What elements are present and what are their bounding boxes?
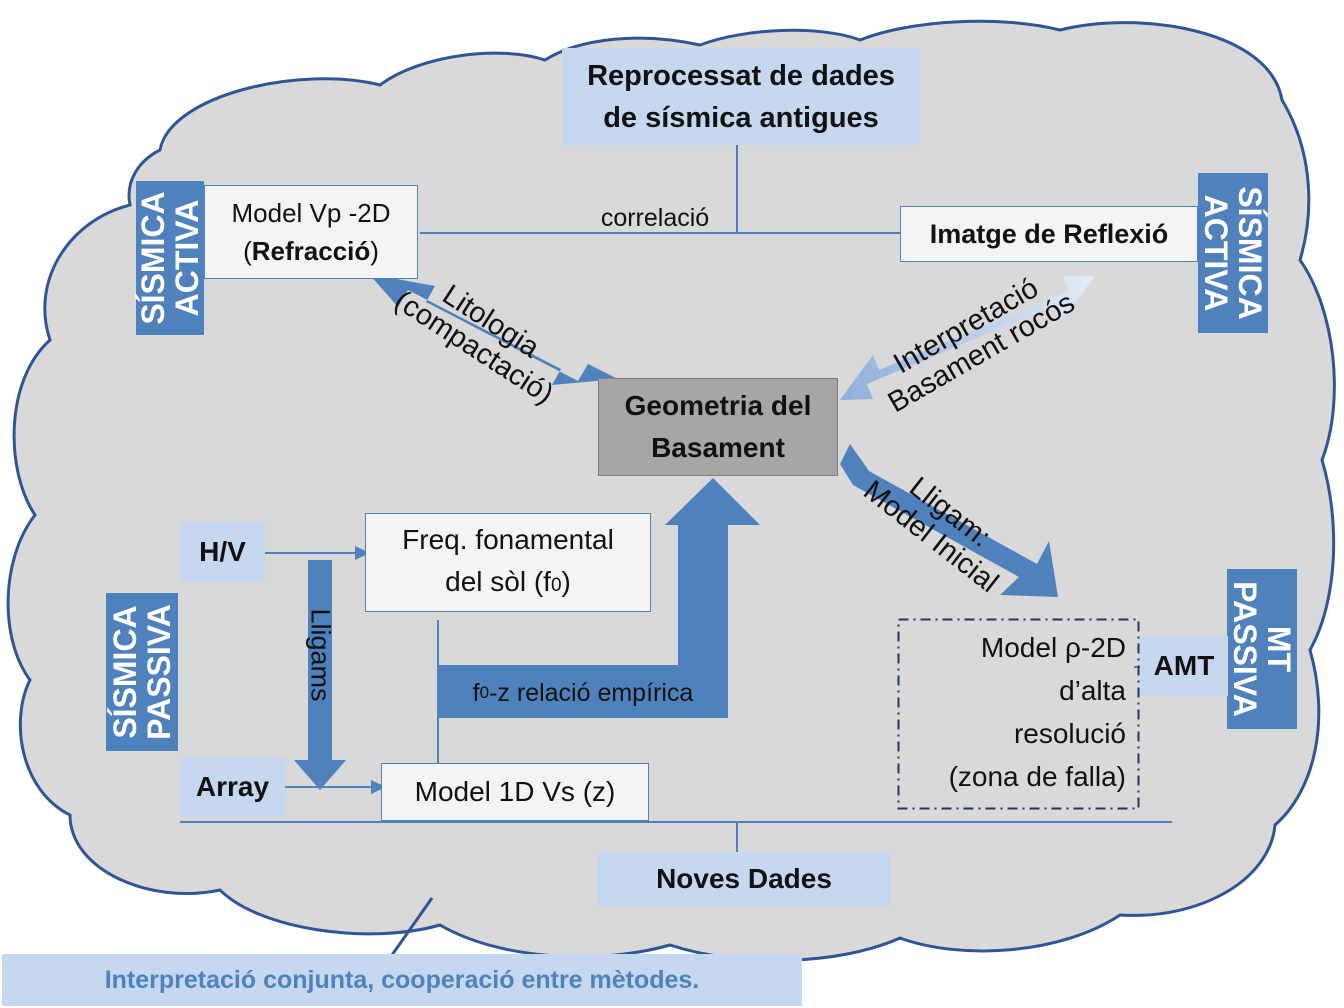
caption-box: Interpretació conjunta, cooperació entre… bbox=[2, 954, 802, 1006]
cloud-pointer-line bbox=[390, 897, 434, 956]
model-vp-line2: (Refracció) bbox=[243, 236, 379, 266]
array-arrow-head bbox=[371, 780, 386, 794]
sismica-activa-right-tag: SÍSMICA ACTIVA bbox=[1198, 173, 1268, 333]
imatge-reflexio-label: Imatge de Reflexió bbox=[929, 218, 1169, 249]
hv-arrow-head bbox=[355, 546, 370, 560]
model-rho-line1: Model ρ-2D bbox=[980, 632, 1126, 663]
model-rho-line2: d’alta bbox=[1059, 675, 1126, 706]
model-rho-line3: resolució bbox=[1013, 718, 1126, 749]
sismica-activa-left-tag: SÍSMICA ACTIVA bbox=[135, 181, 205, 335]
caption-text: Interpretació conjunta, cooperació entre… bbox=[104, 965, 700, 994]
reprocessat-line1: Reprocessat de dades bbox=[587, 59, 895, 92]
freq-line2: del sòl (f0) bbox=[445, 565, 571, 597]
freq-line1: Freq. fonamental bbox=[402, 523, 614, 555]
model-vp-line1: Model Vp -2D bbox=[231, 198, 391, 228]
connector-lines bbox=[180, 145, 1172, 852]
reprocessat-box: Reprocessat de dades de sísmica antigues bbox=[562, 48, 920, 145]
freq-fonamental-box: Freq. fonamental del sòl (f0) bbox=[365, 513, 651, 612]
model-rho-box: Model ρ-2D d’alta resolució (zona de fal… bbox=[900, 626, 1126, 804]
geometria-line2: Basament bbox=[651, 432, 785, 463]
f0z-up-arrow bbox=[438, 478, 760, 718]
imatge-reflexio-box: Imatge de Reflexió bbox=[900, 206, 1198, 262]
sismica-passiva-tag: SÍSMICA PASSIVA bbox=[106, 593, 178, 751]
lligam-arrow bbox=[840, 444, 1058, 597]
lligams-label: Lligams bbox=[305, 608, 336, 702]
array-box: Array bbox=[180, 757, 285, 817]
mt-passiva-tag: MT PASSIVA bbox=[1227, 569, 1297, 729]
model-rho-border bbox=[897, 618, 1140, 810]
hv-box: H/V bbox=[180, 522, 265, 581]
noves-dades-box: Noves Dades bbox=[598, 852, 890, 906]
geometria-line1: Geometria del bbox=[624, 390, 812, 421]
geometria-basament-box: Geometria del Basament bbox=[598, 378, 838, 476]
interpretacio-arrow bbox=[840, 276, 1095, 400]
amt-box: AMT bbox=[1140, 636, 1228, 696]
correlacio-label: correlació bbox=[600, 203, 710, 232]
model-vp-box: Model Vp -2D (Refracció) bbox=[204, 185, 418, 279]
litologia-arrow bbox=[369, 274, 618, 385]
reprocessat-line2: de sísmica antigues bbox=[603, 101, 879, 134]
model-1d-box: Model 1D Vs (z) bbox=[381, 763, 649, 821]
thought-cloud bbox=[6, 19, 1336, 962]
lligams-down-arrow bbox=[294, 560, 346, 790]
model-rho-line4: (zona de falla) bbox=[948, 761, 1126, 792]
